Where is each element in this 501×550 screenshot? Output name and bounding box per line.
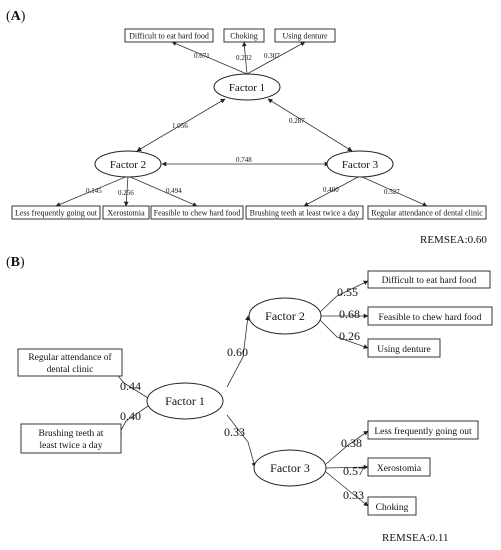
edge-f2-b3 <box>127 175 198 207</box>
coef-f1-f3: 0.287 <box>289 117 305 125</box>
coef-f2-f3: 0.748 <box>236 156 252 164</box>
edge-f1-top3 <box>246 41 306 75</box>
item-box-r3: Using denture <box>367 338 441 358</box>
panel-a: (A) Difficult to eat hard food Choking U… <box>6 9 487 246</box>
factor-label: Factor 3 <box>270 461 310 475</box>
item-label: Difficult to eat hard food <box>129 32 209 41</box>
item-label: Using denture <box>282 32 328 41</box>
item-label: least twice a day <box>39 441 102 451</box>
edge-b-f2-r3 <box>319 319 369 349</box>
item-box-b2: Xerostomia <box>102 205 150 220</box>
panel-b: (B) Regular attendance of dental clinic … <box>6 255 493 544</box>
item-label: Brushing teeth at least twice a day <box>250 209 360 218</box>
edge-b-f1-f2 <box>226 315 250 388</box>
item-box-l1: Regular attendance of dental clinic <box>17 348 123 377</box>
coef-b-f1-l2: 0.40 <box>120 409 141 423</box>
factor-a-f3: Factor 3 <box>326 150 394 178</box>
coef-f1-top2: 0.232 <box>236 54 252 62</box>
edge-f1-f3 <box>267 98 353 152</box>
panel-b-label: (B) <box>6 255 25 270</box>
coef-b-f1-f2: 0.60 <box>227 345 248 359</box>
item-box-b1: Less frequently going out <box>11 205 101 220</box>
item-label: Choking <box>376 503 409 513</box>
item-label: dental clinic <box>47 365 94 375</box>
edge-b-f3-r6 <box>325 471 369 507</box>
item-label: Xerostomia <box>107 209 145 218</box>
item-label: Less frequently going out <box>374 426 472 437</box>
item-box-top2: Choking <box>223 28 265 43</box>
coef-b-f2-r3: 0.26 <box>339 329 360 343</box>
fit-index-b: REMSEA:0.11 <box>382 532 449 544</box>
coef-b-f3-r4: 0.38 <box>341 436 362 450</box>
item-box-r2: Feasible to chew hard food <box>367 306 493 326</box>
coef-f1-f2: 1.056 <box>172 122 188 130</box>
panel-a-label: (A) <box>6 9 26 24</box>
factor-b-f2: Factor 2 <box>248 297 322 335</box>
factor-label: Factor 1 <box>165 394 205 408</box>
item-label: Less frequently going out <box>15 209 98 218</box>
coef-f2-b1: 0.145 <box>86 187 102 195</box>
coef-f2-b3: 0.494 <box>166 187 182 195</box>
coef-b-f1-f3: 0.33 <box>224 425 245 439</box>
item-box-r6: Choking <box>367 496 417 516</box>
factor-label: Factor 3 <box>342 159 379 171</box>
fit-index-a: REMSEA:0.60 <box>420 234 487 246</box>
edge-f2-b2 <box>123 175 129 207</box>
factor-label: Factor 1 <box>229 82 265 94</box>
coef-b-f1-l1: 0.44 <box>120 379 141 393</box>
item-label: Using denture <box>377 345 431 355</box>
coef-b-f2-r1: 0.55 <box>337 285 358 299</box>
coef-f1-top1: 0.671 <box>194 52 210 60</box>
edge-f1-f2 <box>136 98 226 152</box>
item-box-r5: Xerostomia <box>367 457 431 477</box>
factor-label: Factor 2 <box>265 309 305 323</box>
item-label: Feasible to chew hard food <box>379 312 482 323</box>
edge-f2-b1 <box>55 175 129 207</box>
item-label: Xerostomia <box>377 464 422 474</box>
edge-f1-top1 <box>171 41 248 75</box>
item-box-top3: Using denture <box>274 28 336 43</box>
item-box-r1: Difficult to eat hard food <box>367 270 491 289</box>
edge-b-f3-r4 <box>325 430 369 465</box>
item-label: Feasible to chew hard food <box>154 209 241 218</box>
item-box-b3: Feasible to chew hard food <box>150 205 244 220</box>
edge-b-f3-r5 <box>325 464 369 470</box>
factor-a-f2: Factor 2 <box>94 150 162 178</box>
coef-b-f2-r2: 0.68 <box>339 307 360 321</box>
factor-a-f1: Factor 1 <box>213 73 281 101</box>
item-box-b4: Brushing teeth at least twice a day <box>245 205 364 220</box>
edge-f1-top2 <box>242 41 248 75</box>
coef-b-f3-r5: 0.57 <box>343 464 364 478</box>
item-label: Regular attendance of <box>28 352 112 363</box>
edge-f3-b4 <box>303 175 361 207</box>
coef-f2-b2: 0.256 <box>118 189 134 197</box>
item-label: Brushing teeth at <box>39 429 104 439</box>
item-label: Difficult to eat hard food <box>382 275 477 286</box>
edge-b-f1-f3 <box>226 414 257 468</box>
item-box-l2: Brushing teeth at least twice a day <box>20 423 122 454</box>
edge-b-f2-r1 <box>319 280 369 313</box>
coef-f1-top3: 0.307 <box>264 52 280 60</box>
coef-f3-b5: 0.527 <box>384 188 400 196</box>
factor-b-f3: Factor 3 <box>253 449 327 487</box>
coef-f3-b4: 0.400 <box>323 186 339 194</box>
item-box-top1: Difficult to eat hard food <box>124 28 214 43</box>
coef-b-f3-r6: 0.33 <box>343 488 364 502</box>
edge-f3-b5 <box>359 175 428 207</box>
item-label: Choking <box>230 32 258 41</box>
factor-label: Factor 2 <box>110 159 146 171</box>
factor-b-f1: Factor 1 <box>146 382 224 420</box>
item-label: Regular attendance of dental clinic <box>371 209 483 218</box>
item-box-r4: Less frequently going out <box>367 420 479 440</box>
item-box-b5: Regular attendance of dental clinic <box>367 205 487 220</box>
